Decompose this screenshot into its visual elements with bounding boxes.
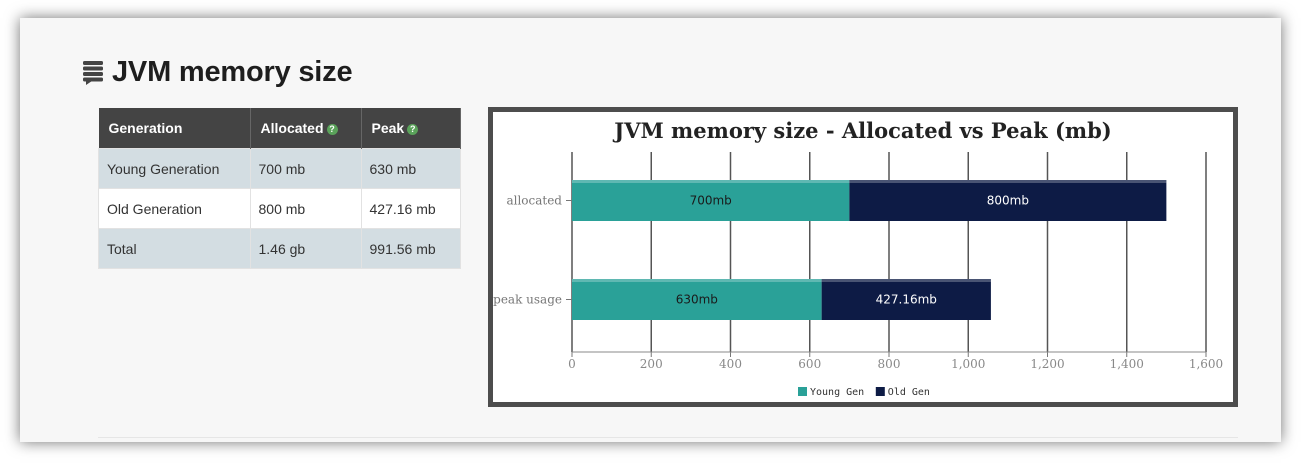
legend-label: Old Gen <box>888 387 930 398</box>
header-peak: Peak? <box>361 108 461 149</box>
help-icon[interactable]: ? <box>326 123 338 135</box>
legend-label: Young Gen <box>810 387 864 398</box>
bar-highlight <box>849 180 1167 183</box>
x-tick-label: 1,000 <box>951 357 985 371</box>
table-row: Total 1.46 gb 991.56 mb <box>98 228 461 269</box>
bar-highlight <box>821 279 991 282</box>
header-allocated: Allocated? <box>250 108 362 149</box>
x-tick-label: 600 <box>798 357 821 371</box>
legend-swatch <box>798 387 807 396</box>
data-label: 427.16mb <box>876 293 937 307</box>
allocated-cell: 1.46 gb <box>249 228 362 269</box>
peak-cell: 991.56 mb <box>360 228 461 269</box>
x-tick-label: 1,400 <box>1110 357 1144 371</box>
bar <box>572 279 822 320</box>
data-label: 630mb <box>676 293 718 307</box>
peak-cell: 427.16 mb <box>360 188 461 229</box>
legend-swatch <box>875 387 885 396</box>
peak-cell: 630 mb <box>360 148 461 189</box>
section-heading: JVM memory size <box>82 54 353 90</box>
x-tick-label: 400 <box>719 357 742 371</box>
database-icon <box>83 61 103 85</box>
table-row: Old Generation 800 mb 427.16 mb <box>98 188 461 229</box>
memory-table: Generation Allocated? Peak? Young Genera… <box>98 108 461 269</box>
data-label: 800mb <box>987 194 1029 208</box>
data-label: 700mb <box>690 194 732 208</box>
generation-cell: Young Generation <box>98 148 251 189</box>
x-tick-label: 1,600 <box>1189 357 1223 371</box>
x-tick-label: 1,200 <box>1030 357 1064 371</box>
x-tick-label: 800 <box>878 357 901 371</box>
x-tick-label: 200 <box>640 357 663 371</box>
bar <box>572 180 850 221</box>
generation-cell: Old Generation <box>98 188 251 229</box>
bar <box>849 180 1167 221</box>
y-tick-label: peak usage <box>493 293 562 307</box>
memory-chart: JVM memory size - Allocated vs Peak (mb)… <box>488 107 1238 407</box>
y-tick-label: allocated <box>506 194 562 208</box>
x-tick-label: 0 <box>568 357 576 371</box>
allocated-cell: 700 mb <box>249 148 362 189</box>
jvm-memory-card: JVM memory size Generation Allocated? Pe… <box>20 18 1281 442</box>
divider <box>98 437 1238 438</box>
table-row: Young Generation 700 mb 630 mb <box>98 148 461 189</box>
table-header-row: Generation Allocated? Peak? <box>98 108 461 149</box>
generation-cell: Total <box>98 228 251 269</box>
chart-plot: 0 200 400 600 800 1,000 1,200 1,400 1,600 allocat… <box>493 152 1223 398</box>
bar <box>821 279 991 320</box>
bar-highlight <box>572 180 850 183</box>
help-icon[interactable]: ? <box>407 123 419 135</box>
bar-highlight <box>572 279 822 282</box>
header-generation: Generation <box>98 108 251 149</box>
chart-title: JVM memory size - Allocated vs Peak (mb) <box>614 118 1112 143</box>
section-title: JVM memory size <box>112 55 353 88</box>
allocated-cell: 800 mb <box>249 188 362 229</box>
